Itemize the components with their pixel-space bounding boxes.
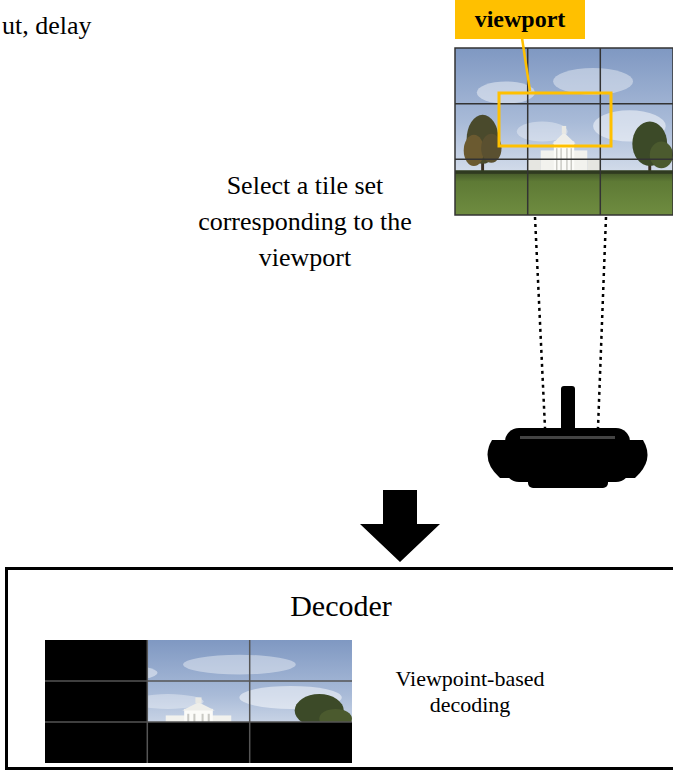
- tile-grid: [45, 640, 352, 763]
- node-title: viewport: [475, 5, 566, 34]
- cut-off-text: ut, delay: [2, 8, 202, 44]
- node-title: Decoder: [8, 588, 673, 624]
- decoder-box: DecoderViewpoint-based decoding: [5, 567, 673, 770]
- leader-line: [522, 38, 530, 91]
- node-body: Viewpoint-based decoding: [380, 666, 560, 719]
- tile-grid: [455, 48, 673, 215]
- callout-tag: viewport: [455, 0, 585, 39]
- sight-line: [598, 217, 606, 428]
- decoded-image: [45, 640, 352, 763]
- flow-arrow: [360, 490, 440, 562]
- panorama-image: [455, 48, 673, 215]
- vr-headset: [488, 386, 648, 488]
- step-caption: Select a tile set corresponding to the v…: [195, 168, 415, 276]
- viewport-frame: [499, 93, 611, 146]
- sight-line: [535, 217, 545, 428]
